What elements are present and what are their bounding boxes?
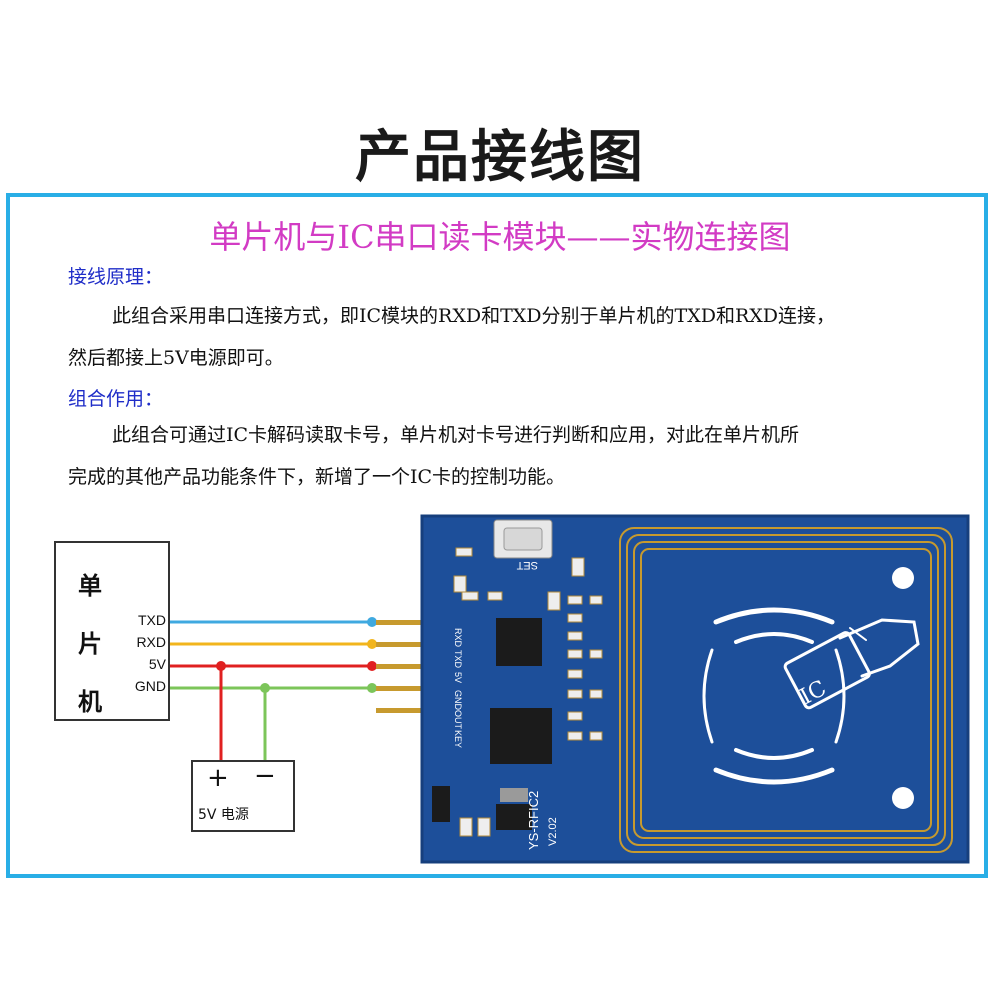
module-pin-txd: TXD — [453, 650, 463, 669]
connector-dot-gnd — [367, 683, 377, 693]
power-supply-label: 5V 电源 — [198, 807, 249, 823]
section-heading-function: 组合作用： — [68, 388, 164, 410]
power-supply-box — [191, 760, 295, 832]
wiring-line-2: 然后都接上5V电源即可。 — [68, 347, 284, 369]
page-title: 产品接线图 — [355, 125, 645, 190]
mount-hole-top — [892, 567, 914, 589]
section-text-function: 此组合可通过IC卡解码读取卡号，单片机对卡号进行判断和应用，对此在单片机所 完成… — [68, 414, 908, 498]
mount-hole-bottom — [892, 787, 914, 809]
ic-card-hand-icon — [702, 607, 920, 785]
board-version: V2.02 — [547, 817, 559, 846]
board-label: YS-RFIC2 — [526, 791, 541, 850]
button-label: SET — [516, 559, 538, 571]
wires — [170, 617, 377, 760]
module-pin-rxd: RXD — [453, 628, 463, 648]
antenna-coil-icon — [619, 527, 953, 853]
function-line-1: 此组合可通过IC卡解码读取卡号，单片机对卡号进行判断和应用，对此在单片机所 — [112, 424, 800, 446]
junction-5v — [216, 661, 226, 671]
connector-dot-txd — [367, 617, 377, 627]
function-line-2: 完成的其他产品功能条件下，新增了一个IC卡的控制功能。 — [68, 466, 566, 488]
module-pin-labels: RXD TXD 5V GND OUT KEY — [453, 628, 463, 748]
push-button-icon — [493, 519, 553, 559]
module-pin-gnd: GND — [453, 690, 463, 711]
section-heading-wiring: 接线原理： — [68, 266, 164, 288]
module-pin-key: KEY — [453, 730, 463, 748]
power-minus-sign: − — [254, 761, 276, 791]
mcu-box — [54, 541, 170, 721]
diagram-subtitle: 单片机与IC串口读卡模块——实物连接图 — [209, 218, 791, 256]
power-plus-sign: + — [207, 763, 229, 793]
mcu-char-3: 机 — [78, 688, 102, 716]
wiring-line-1: 此组合采用串口连接方式，即IC模块的RXD和TXD分别于单片机的TXD和RXD连… — [112, 305, 836, 327]
pin-label-txd: TXD — [138, 612, 166, 628]
module-pin-5v: 5V — [453, 672, 463, 683]
rfid-module: SET — [420, 514, 970, 864]
connector-dot-5v — [367, 661, 377, 671]
module-pin-out: OUT — [453, 710, 463, 730]
connector-dot-rxd — [367, 639, 377, 649]
pin-label-rxd: RXD — [136, 634, 166, 650]
pin-label-5v: 5V — [148, 656, 166, 672]
chip-icon — [432, 618, 552, 830]
section-text-wiring: 此组合采用串口连接方式，即IC模块的RXD和TXD分别于单片机的TXD和RXD连… — [68, 295, 908, 379]
mcu-char-1: 单 — [78, 572, 102, 600]
pin-label-gnd: GND — [134, 678, 166, 694]
mcu-char-2: 片 — [78, 630, 102, 658]
junction-gnd — [260, 683, 270, 693]
